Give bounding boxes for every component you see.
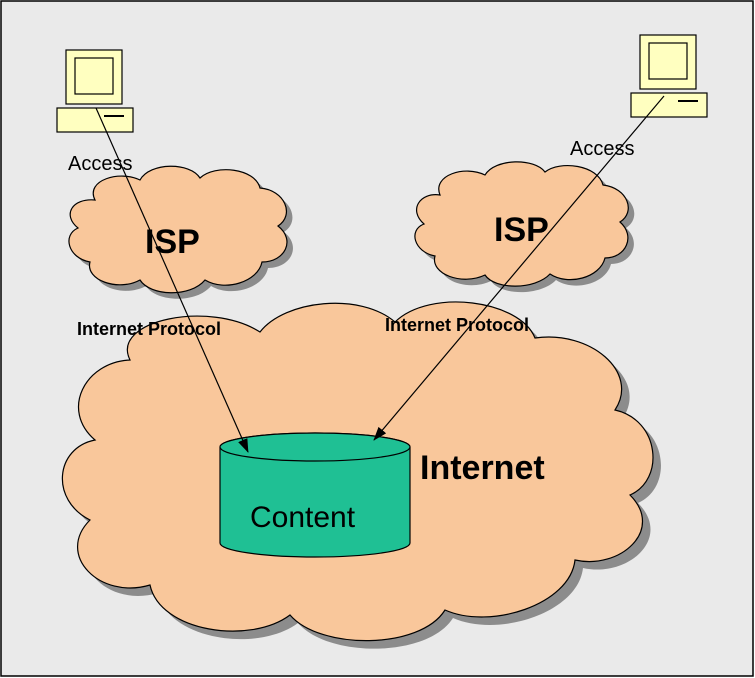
right-isp-cloud bbox=[414, 161, 629, 287]
right-isp-label: ISP bbox=[494, 211, 549, 249]
computer-icon bbox=[56, 49, 134, 133]
internet-label: Internet bbox=[420, 449, 545, 487]
right-access-arrow bbox=[373, 95, 665, 441]
right-protocol-label: Internet Protocol bbox=[385, 315, 529, 335]
left-access-arrow bbox=[95, 107, 249, 453]
left-isp-cloud bbox=[68, 165, 288, 294]
left-protocol-label: Internet Protocol bbox=[77, 319, 221, 339]
content-label: Content bbox=[250, 501, 356, 534]
right-access-label: Access bbox=[570, 138, 634, 160]
computer-icon bbox=[630, 34, 708, 118]
left-isp-label: ISP bbox=[145, 223, 200, 261]
content-database bbox=[219, 432, 411, 558]
left-access-label: Access bbox=[68, 153, 132, 175]
